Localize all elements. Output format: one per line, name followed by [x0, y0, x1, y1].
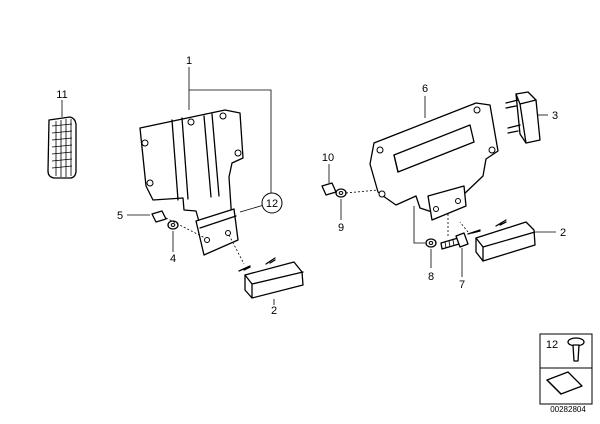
- bolt-part-7: [440, 232, 469, 250]
- callout-4: 4: [170, 253, 176, 265]
- callout-1: 1: [186, 55, 192, 67]
- doc-number: 00282804: [550, 405, 586, 414]
- legend-box: 12: [539, 333, 593, 405]
- leader-1-branch: [189, 89, 272, 193]
- nut-part-10: [321, 182, 337, 196]
- license-bracket-part-6: [369, 102, 499, 221]
- side-reflector-part-3: [505, 91, 541, 144]
- callout-5: 5: [117, 210, 123, 222]
- leader-12: [239, 204, 265, 213]
- nut-part-5: [151, 210, 167, 223]
- side-reflector-part-2-right: [467, 219, 536, 262]
- callout-12: 12: [266, 198, 278, 210]
- dash-right-washer: [345, 189, 379, 194]
- legend-callout-12: 12: [546, 339, 558, 351]
- legend-rivet-icon: [567, 337, 585, 362]
- callout-12-circle: [261, 192, 283, 214]
- callout-2-left: 2: [271, 305, 277, 317]
- callout-7: 7: [459, 279, 465, 291]
- dash-right-bracket: [459, 221, 469, 233]
- callout-10: 10: [322, 152, 334, 164]
- callout-6: 6: [422, 83, 428, 95]
- callout-8: 8: [428, 271, 434, 283]
- license-bracket-part-1: [139, 109, 244, 256]
- callout-11: 11: [56, 89, 67, 101]
- reflector-part-11: [47, 116, 77, 179]
- callout-3: 3: [552, 110, 558, 122]
- side-reflector-part-2-left: [238, 257, 304, 299]
- dash-left-washer: [165, 217, 206, 239]
- dash-left-bolt: [228, 234, 245, 265]
- leader-dash-8: [413, 206, 425, 244]
- callout-9: 9: [338, 222, 344, 234]
- callout-2-right: 2: [560, 227, 566, 239]
